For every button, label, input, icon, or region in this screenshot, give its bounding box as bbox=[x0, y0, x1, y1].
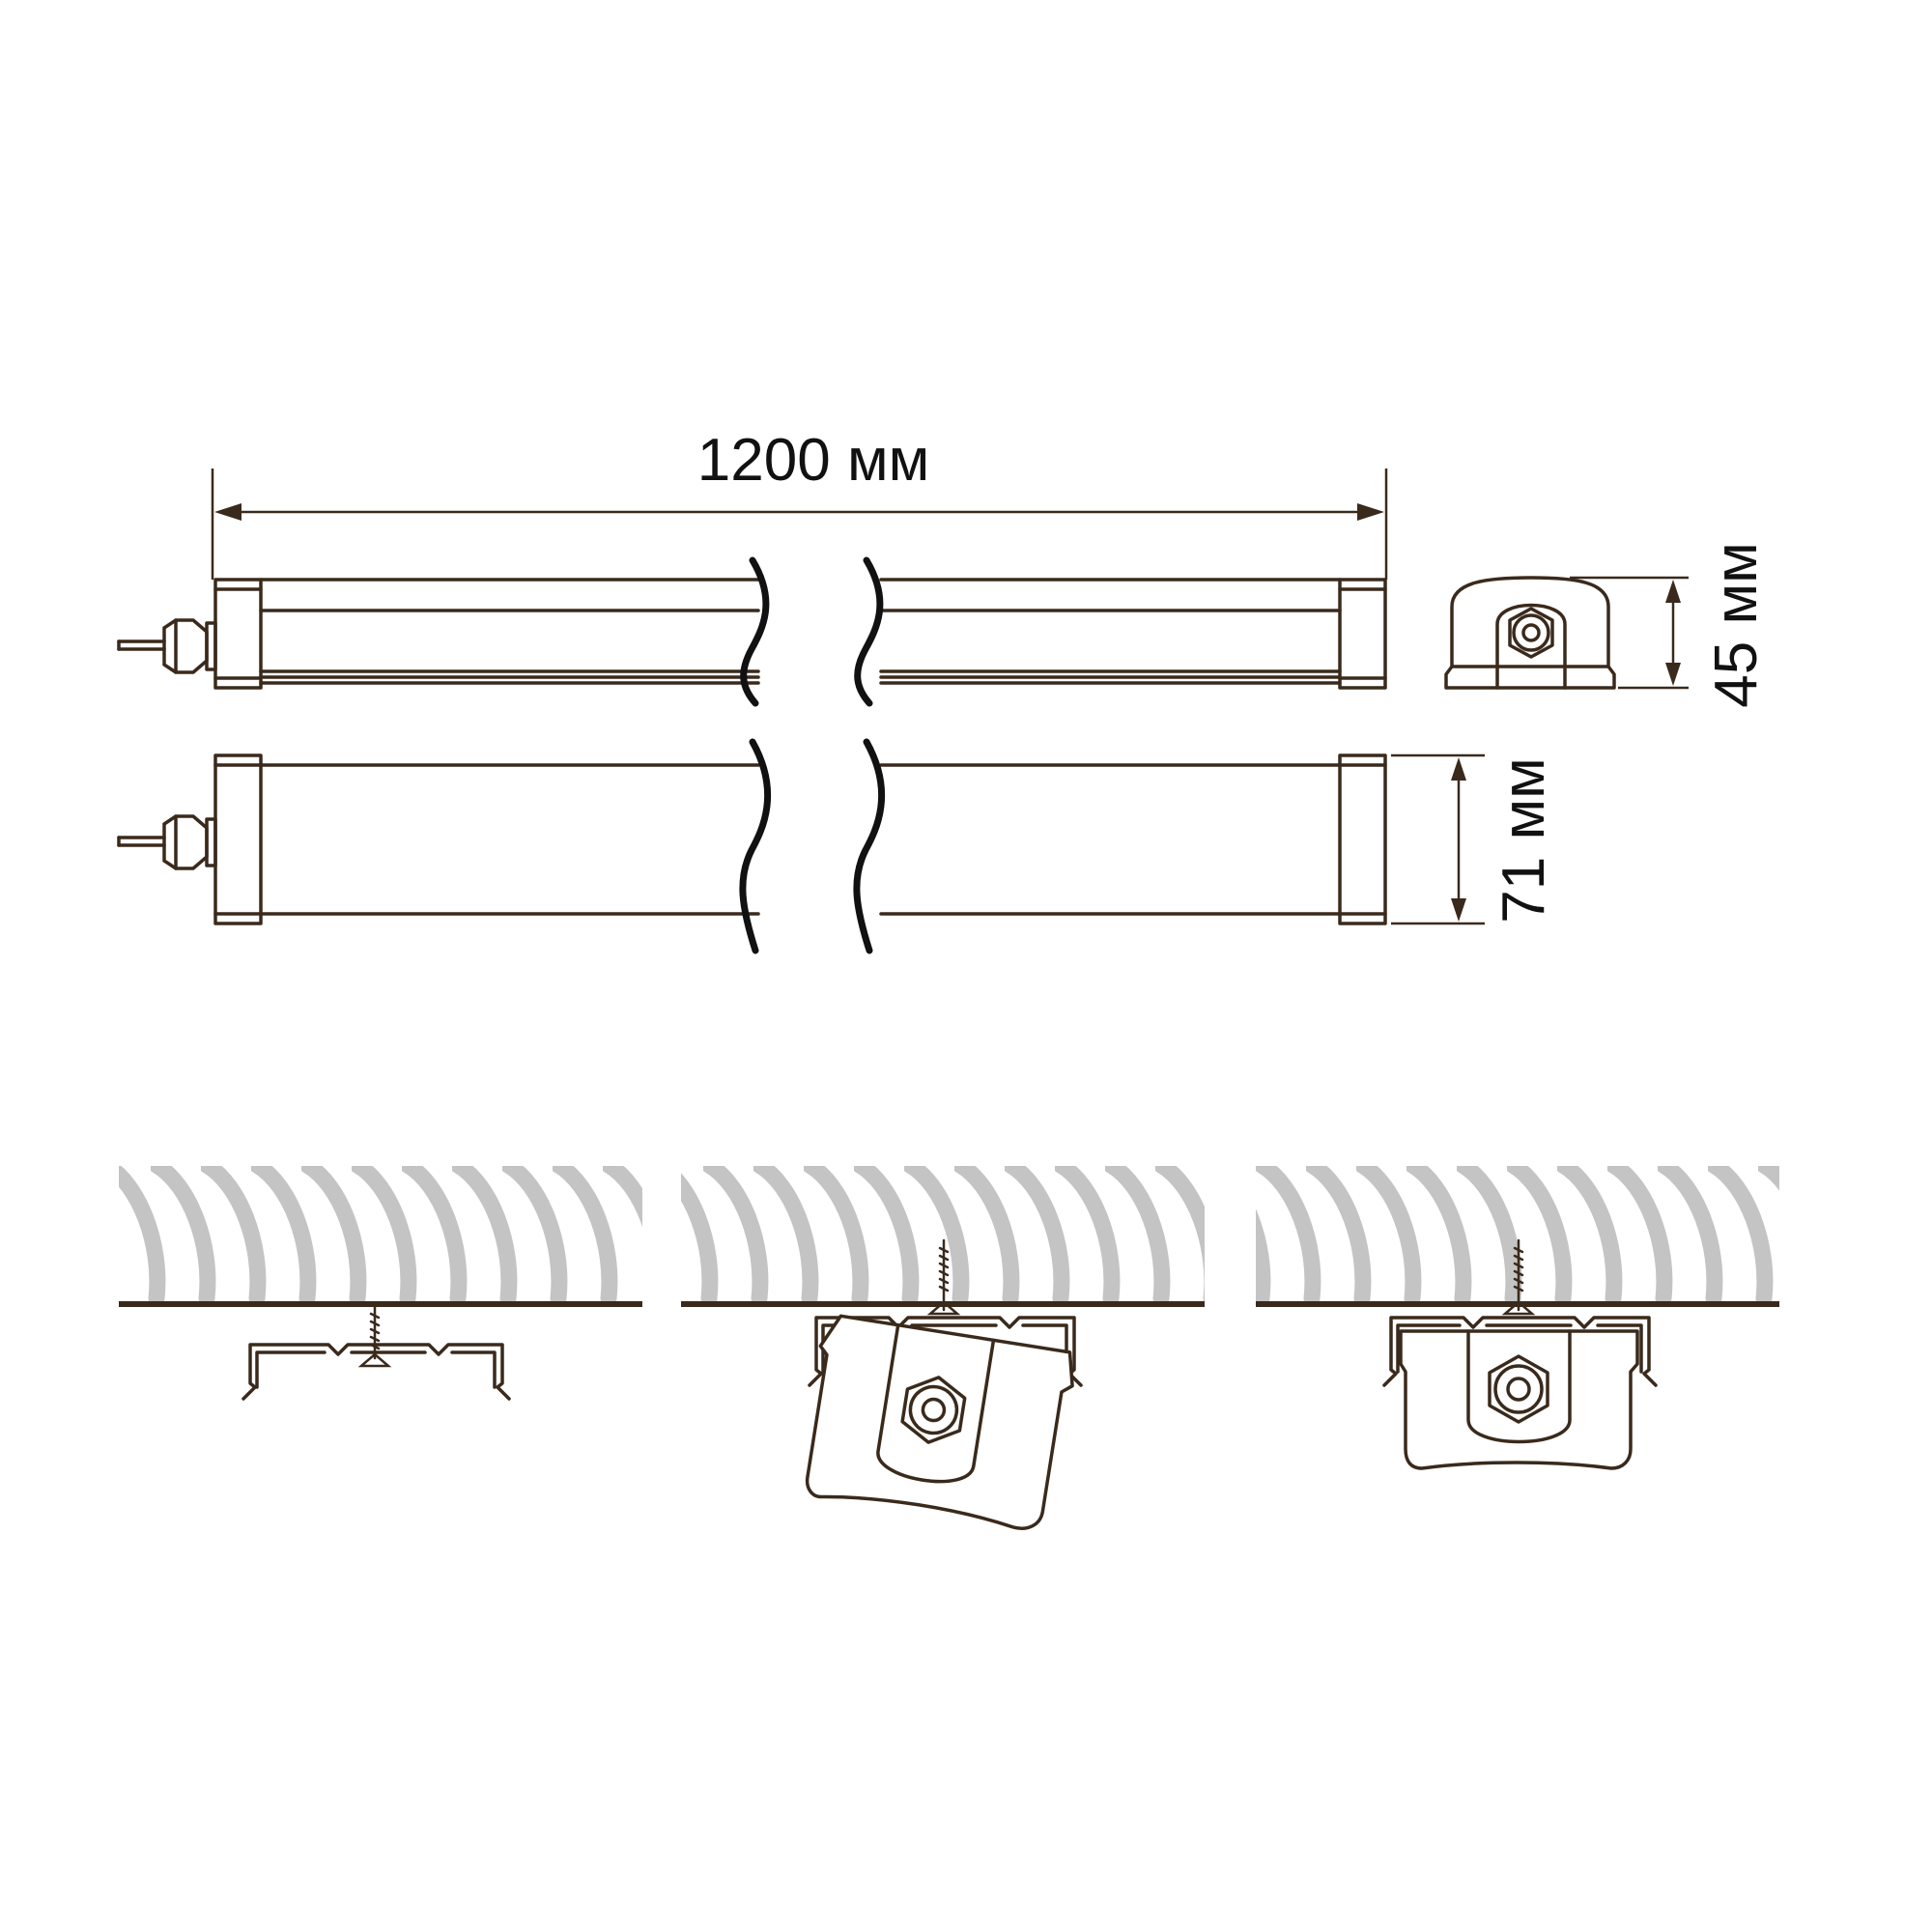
break-line-left bbox=[740, 556, 770, 707]
length-dimension: 1200 мм bbox=[211, 427, 1388, 580]
break-line-left bbox=[739, 738, 772, 954]
cable-gland-icon bbox=[900, 1376, 967, 1444]
cable-gland-icon bbox=[1488, 1354, 1549, 1424]
side-view-right-body bbox=[879, 578, 1387, 690]
break-line-right bbox=[853, 738, 886, 954]
mounting-bracket bbox=[808, 1316, 1083, 1387]
side-view-left-body bbox=[117, 578, 760, 690]
luminaire-mounted bbox=[1399, 1329, 1639, 1470]
mounting-step-2 bbox=[681, 1166, 1205, 1530]
mounting-bracket bbox=[1382, 1316, 1658, 1387]
cable-gland-icon bbox=[1508, 607, 1554, 659]
width-label: 71 мм bbox=[1491, 757, 1557, 923]
height-label: 45 мм bbox=[1703, 542, 1770, 707]
width-dimension: 71 мм bbox=[1391, 753, 1557, 925]
mounting-step-1 bbox=[119, 1166, 642, 1401]
top-view-right-body bbox=[879, 753, 1387, 925]
ceiling-hatch bbox=[119, 1166, 642, 1301]
end-view: 45 мм bbox=[1444, 542, 1770, 708]
screw-icon bbox=[1501, 1238, 1536, 1316]
height-dimension: 45 мм bbox=[1570, 542, 1770, 708]
length-label: 1200 мм bbox=[697, 427, 929, 494]
mounting-step-3 bbox=[1256, 1166, 1779, 1470]
mounting-bracket bbox=[242, 1343, 511, 1401]
top-view-left-body bbox=[117, 753, 760, 925]
screw-icon bbox=[926, 1238, 961, 1316]
side-view: 1200 мм bbox=[117, 427, 1388, 707]
luminaire-tilted bbox=[805, 1314, 1074, 1530]
break-line-right bbox=[854, 556, 884, 707]
screw-icon bbox=[357, 1304, 392, 1368]
top-view: 71 мм bbox=[117, 738, 1557, 954]
